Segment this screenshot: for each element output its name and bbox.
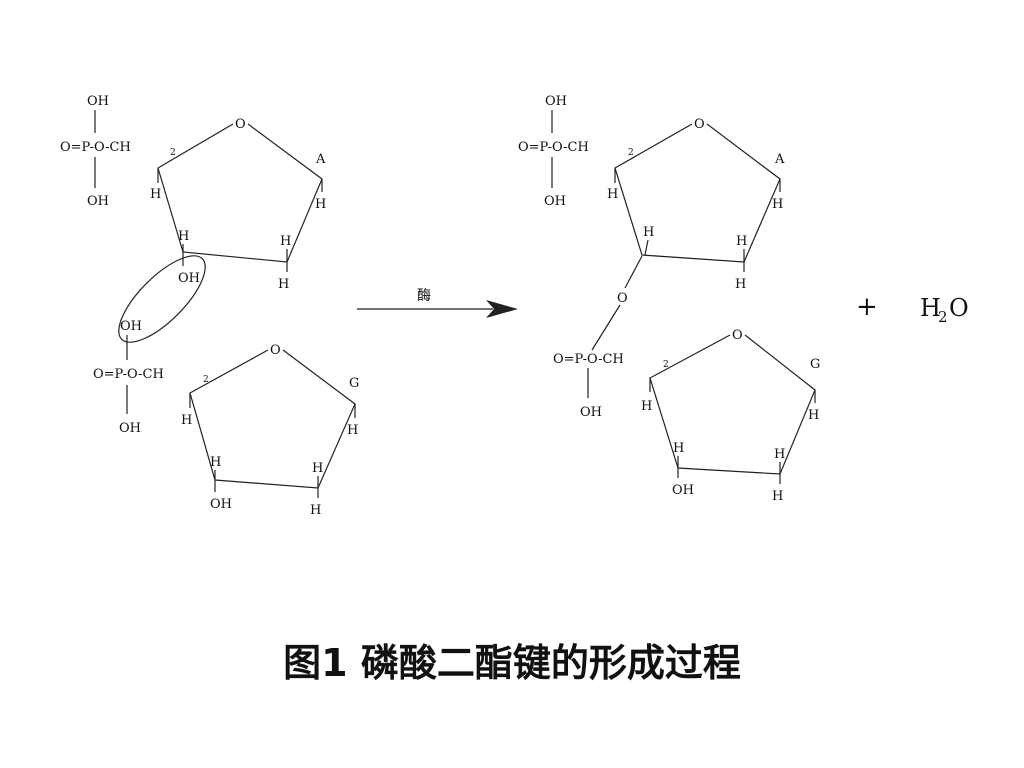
h-label: H <box>808 408 819 423</box>
ch2-subscript: 2 <box>203 375 209 385</box>
phosphodiester-bond: O <box>591 255 643 351</box>
enzyme-label: 酶 <box>417 288 431 304</box>
h-label: H <box>310 503 321 518</box>
phosphate-group-label: O=P-O-CH <box>93 367 164 382</box>
h-label: H <box>641 399 652 414</box>
h-label: H <box>736 234 747 249</box>
phosphate-group-label: O=P-O-CH <box>60 140 131 155</box>
left-bottom-nucleotide: OH O=P-O-CH 2 OH O G H H H OH H H <box>93 319 359 518</box>
figure-caption: 图1 磷酸二酯键的形成过程 <box>283 641 741 685</box>
h-label: H <box>210 455 221 470</box>
hydroxyl-3prime: OH <box>210 497 232 512</box>
base-g: G <box>810 357 820 372</box>
ring-oxygen: O <box>270 343 281 358</box>
water-subscript: 2 <box>938 308 948 326</box>
plus-sign: + <box>856 292 878 322</box>
right-top-nucleotide: OH O=P-O-CH 2 OH O A H H H H H <box>518 94 785 292</box>
h-label: H <box>673 441 684 456</box>
h-label: H <box>278 277 289 292</box>
phosphate-group-label: O=P-O-CH <box>553 352 624 367</box>
reaction-arrow: 酶 <box>357 288 518 318</box>
h-label: H <box>347 423 358 438</box>
right-bottom-nucleotide: O=P-O-CH 2 OH O G H H H OH H H <box>553 328 820 504</box>
h-label: H <box>178 229 189 244</box>
base-a: A <box>774 152 785 167</box>
h-label: H <box>772 197 783 212</box>
base-a: A <box>315 152 326 167</box>
phosphate-oh-top: OH <box>120 319 142 334</box>
left-top-nucleotide: OH O=P-O-CH 2 OH O A H H H OH H H <box>60 94 326 292</box>
h-label: H <box>280 234 291 249</box>
h-label: H <box>312 461 323 476</box>
bridge-oxygen: O <box>617 291 628 306</box>
water-h: H <box>920 294 941 322</box>
base-g: G <box>349 376 359 391</box>
phosphate-oh-top: OH <box>545 94 567 109</box>
ring-oxygen: O <box>235 117 246 132</box>
phosphate-group-label: O=P-O-CH <box>518 140 589 155</box>
arrow-head-icon <box>486 300 518 318</box>
ring-oxygen: O <box>694 117 705 132</box>
h-label: H <box>607 187 618 202</box>
hydroxyl-3prime: OH <box>672 483 694 498</box>
h-label: H <box>774 447 785 462</box>
h-label: H <box>735 277 746 292</box>
water-o: O <box>949 294 969 322</box>
ch2-subscript: 2 <box>170 148 176 158</box>
h-label: H <box>181 413 192 428</box>
h-label: H <box>315 197 326 212</box>
condensation-highlight-ellipse <box>118 255 206 343</box>
phosphate-oh-bottom: OH <box>544 194 566 209</box>
phosphate-oh-bottom: OH <box>119 421 141 436</box>
hydroxyl-3prime: OH <box>178 271 200 286</box>
ch2-subscript: 2 <box>628 148 634 158</box>
h-label: H <box>150 187 161 202</box>
h-label: H <box>772 489 783 504</box>
water-formula: H 2 O <box>920 294 969 326</box>
phosphate-oh-bottom: OH <box>87 194 109 209</box>
h-label: H <box>643 225 654 240</box>
phosphate-oh-top: OH <box>87 94 109 109</box>
ch2-subscript: 2 <box>663 360 669 370</box>
phosphate-oh-bottom: OH <box>580 405 602 420</box>
ring-oxygen: O <box>732 328 743 343</box>
